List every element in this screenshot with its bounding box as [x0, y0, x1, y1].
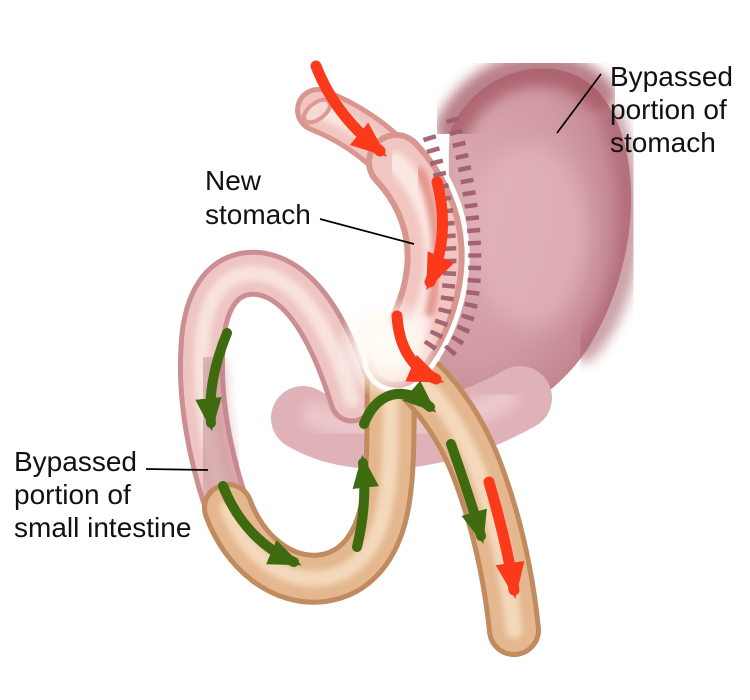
pouch-cut-edge-shade: [415, 167, 442, 317]
label-bypassed-stomach-line3: stomach: [610, 127, 716, 158]
label-bypassed-stomach-line2: portion of: [610, 94, 727, 125]
label-bypassed-stomach: Bypassed portion of stomach: [610, 61, 733, 158]
label-bypassed-small-intestine: Bypassed portion of small intestine: [14, 446, 191, 543]
label-small-intestine-line1: Bypassed: [14, 446, 137, 477]
leader-new-stomach: [319, 218, 415, 245]
staple-lines: [422, 116, 482, 358]
juice-flow-arrow-loop-bend: [218, 481, 302, 567]
juice-flow-arrow-ascending: [352, 454, 379, 552]
food-flow-arrow-common-channel: [483, 476, 525, 599]
food-flow-arrow-esophagus: [310, 60, 388, 157]
label-small-intestine-line2: portion of: [14, 479, 131, 510]
label-bypassed-stomach-line1: Bypassed: [610, 61, 733, 92]
food-flow-arrow-junction: [391, 310, 445, 385]
label-new-stomach-line1: New: [205, 165, 262, 196]
staple-line-pouch-side: [422, 134, 457, 351]
leader-small-intestine: [145, 468, 209, 471]
juice-flow-arrow-common-channel: [446, 439, 487, 544]
annotation-labels: Bypassed portion of stomach New stomach …: [14, 61, 733, 543]
label-small-intestine-line3: small intestine: [14, 512, 191, 543]
stomach-right-shade: [573, 108, 642, 362]
juice-flow-arrow-loop-down: [195, 328, 232, 432]
food-flow-arrow-pouch: [424, 176, 455, 291]
label-new-stomach: New stomach: [205, 165, 311, 230]
stomach-highlight: [472, 143, 588, 327]
stomach-fundus-shade: [435, 52, 617, 145]
ascending-limb-highlight: [220, 364, 399, 587]
label-new-stomach-line2: stomach: [205, 199, 311, 230]
leader-bypassed-stomach: [556, 73, 602, 134]
flow-arrows: [195, 60, 525, 599]
leader-lines: [145, 73, 602, 471]
juice-flow-arrow-junction: [359, 380, 437, 429]
esophagus-opening: [301, 97, 333, 125]
